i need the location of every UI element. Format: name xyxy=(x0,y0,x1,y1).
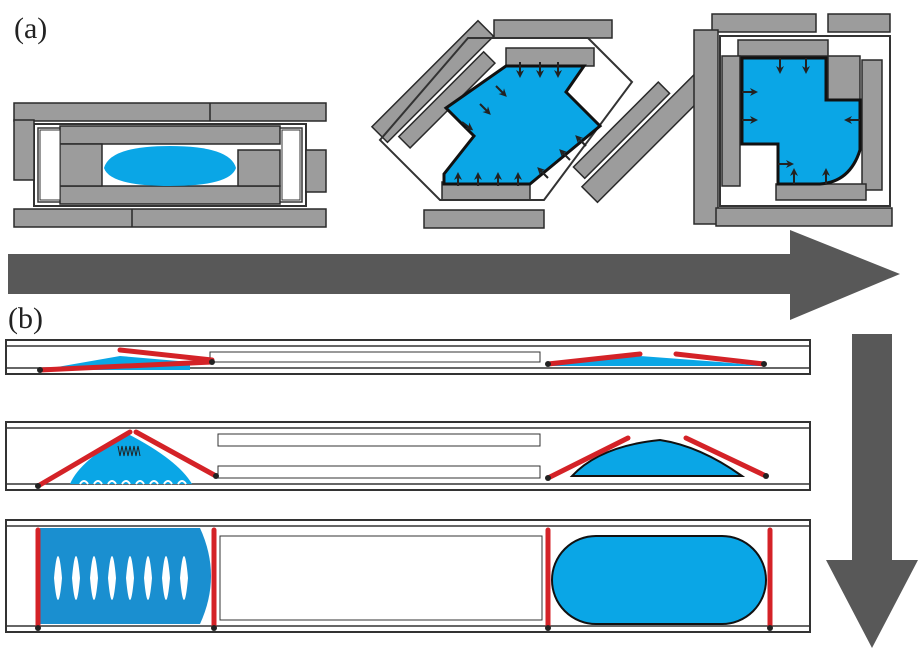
panel-a-state-2 xyxy=(372,20,711,228)
fluid-chamber xyxy=(104,146,236,186)
panel-b-state-1 xyxy=(6,340,810,374)
bottom-plate xyxy=(14,209,326,227)
panel-b-state-2 xyxy=(6,422,810,490)
panel-b-state-3 xyxy=(6,520,810,632)
panel-a-state-1 xyxy=(14,103,326,227)
arrow-down-icon xyxy=(826,334,918,648)
panel-a-state-3 xyxy=(694,14,892,226)
arrow-right-icon xyxy=(8,230,900,320)
top-plate xyxy=(14,103,326,121)
